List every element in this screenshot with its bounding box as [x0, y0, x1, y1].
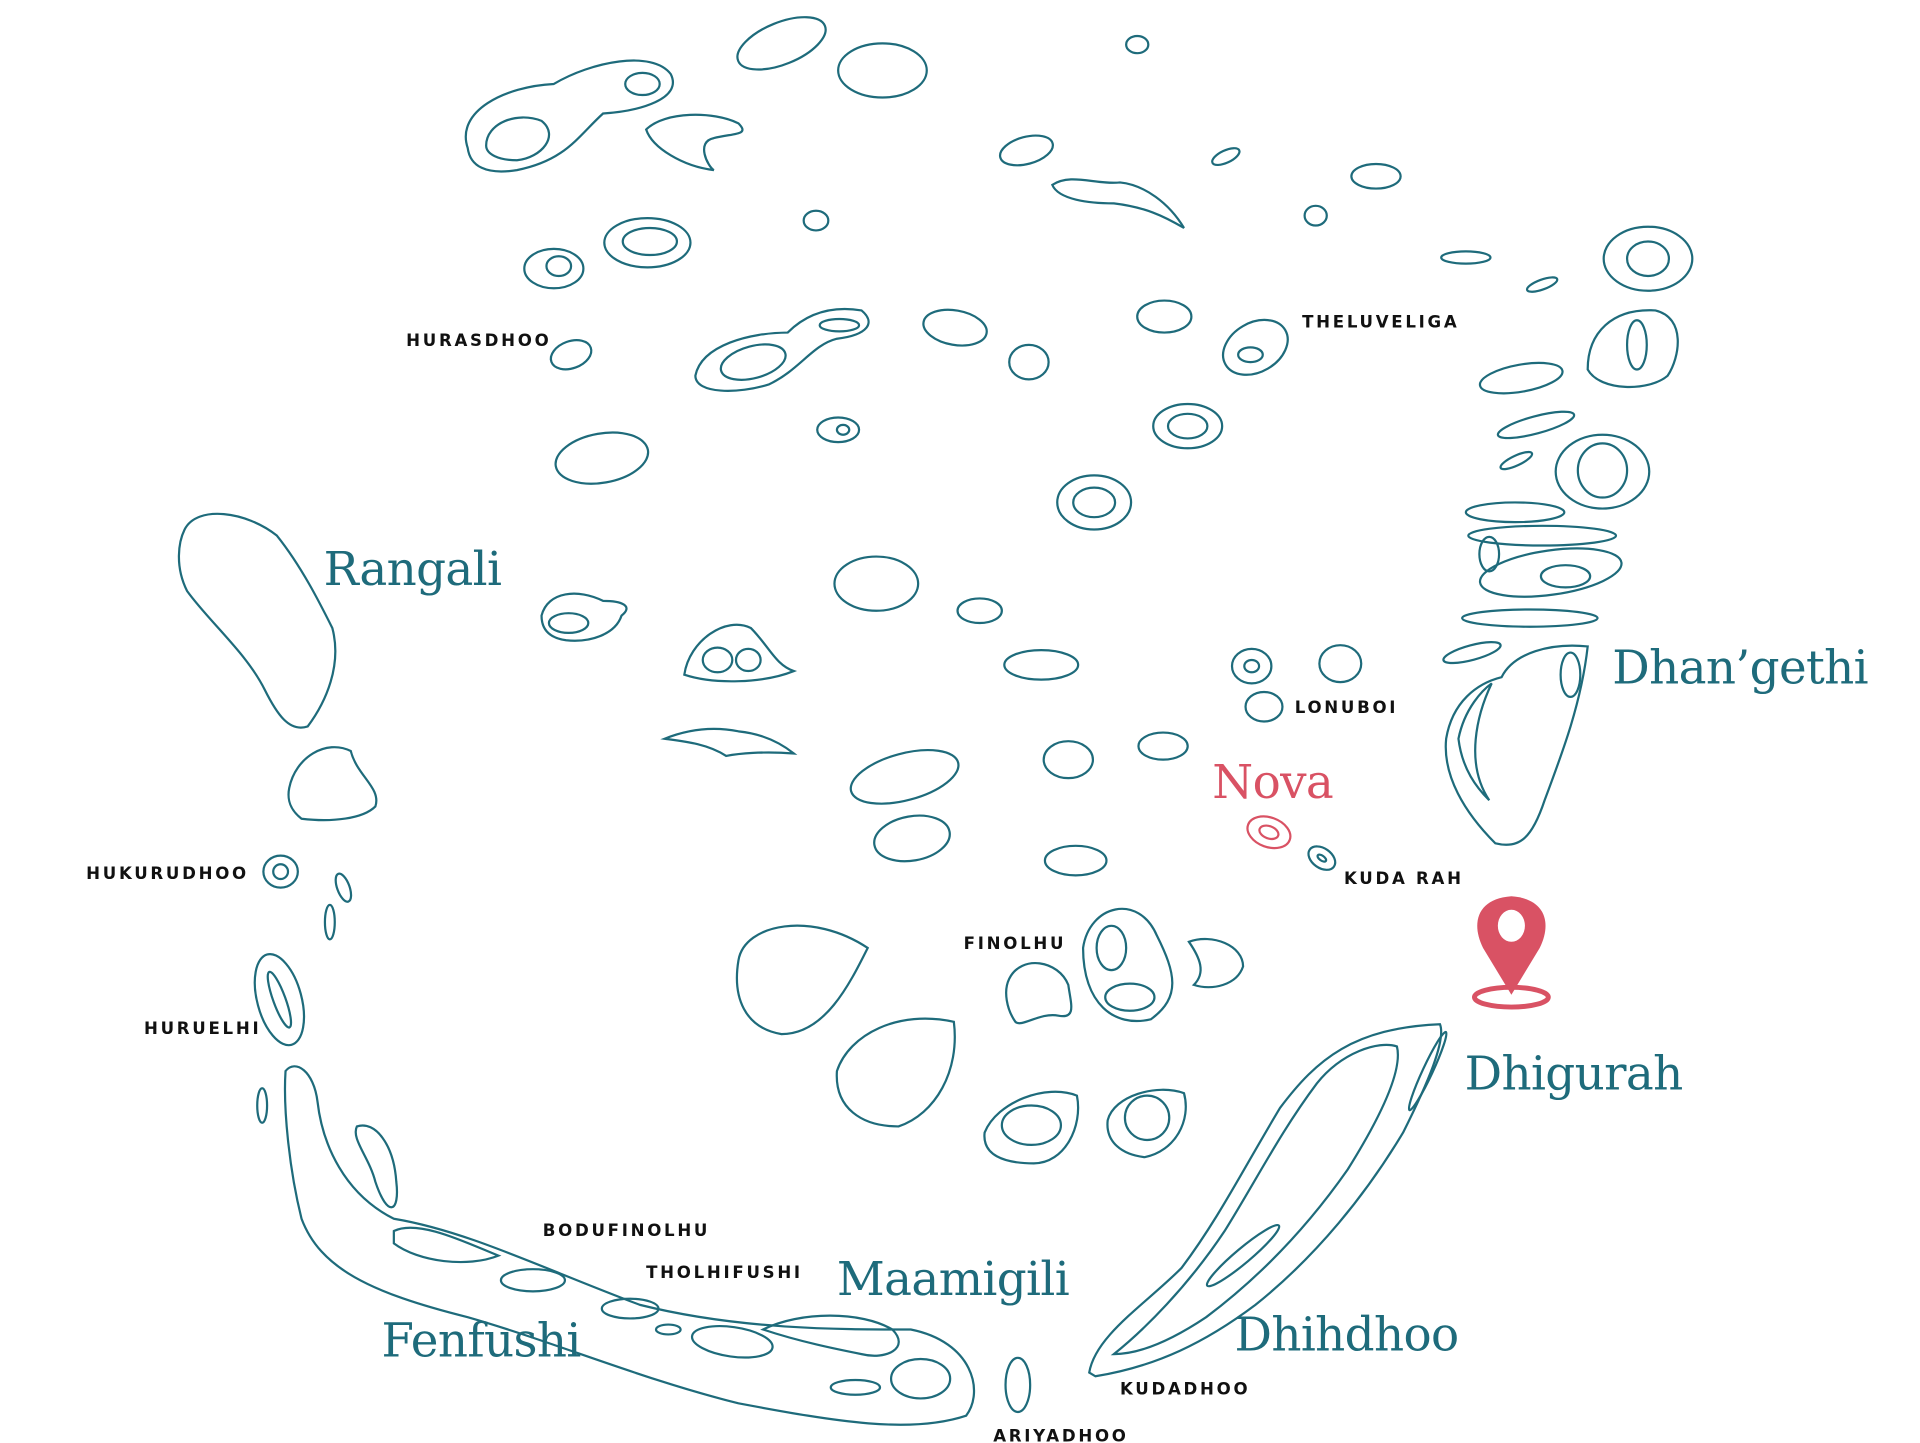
label-nova[interactable]: Nova	[1212, 756, 1333, 810]
label-hurasdhoo: HURASDHOO	[406, 331, 551, 350]
label-maamigili: Maamigili	[837, 1253, 1069, 1307]
label-ariyadhoo: ARIYADHOO	[993, 1427, 1128, 1443]
label-kuda-rah: KUDA RAH	[1344, 869, 1464, 888]
label-finolhu: FINOLHU	[964, 934, 1066, 953]
label-dhigurah: Dhigurah	[1465, 1048, 1683, 1102]
label-lonuboi: LONUBOI	[1295, 698, 1398, 717]
island-labels: HURASDHOO THELUVELIGA LONUBOI KUDA RAH H…	[86, 313, 1464, 1443]
label-rangali: Rangali	[324, 543, 502, 597]
atoll-labels: Rangali Dhan’gethi Nova Dhigurah Maamigi…	[324, 543, 1869, 1369]
label-tholhifushi: THOLHIFUSHI	[646, 1263, 803, 1282]
label-fenfushi: Fenfushi	[382, 1315, 581, 1369]
label-bodufinolhu: BODUFINOLHU	[543, 1221, 710, 1240]
label-hukurudhoo: HUKURUDHOO	[86, 864, 249, 883]
label-theluveliga: THELUVELIGA	[1302, 313, 1459, 332]
nova-island[interactable]	[1243, 811, 1295, 854]
label-kudadhoo: KUDADHOO	[1120, 1380, 1250, 1399]
label-dhihdhoo: Dhihdhoo	[1234, 1308, 1458, 1362]
label-dhangethi: Dhan’gethi	[1612, 641, 1868, 695]
label-huruelhi: HURUELHI	[144, 1019, 261, 1038]
map-pin-icon[interactable]	[1472, 896, 1551, 1010]
islands	[177, 16, 1694, 1426]
